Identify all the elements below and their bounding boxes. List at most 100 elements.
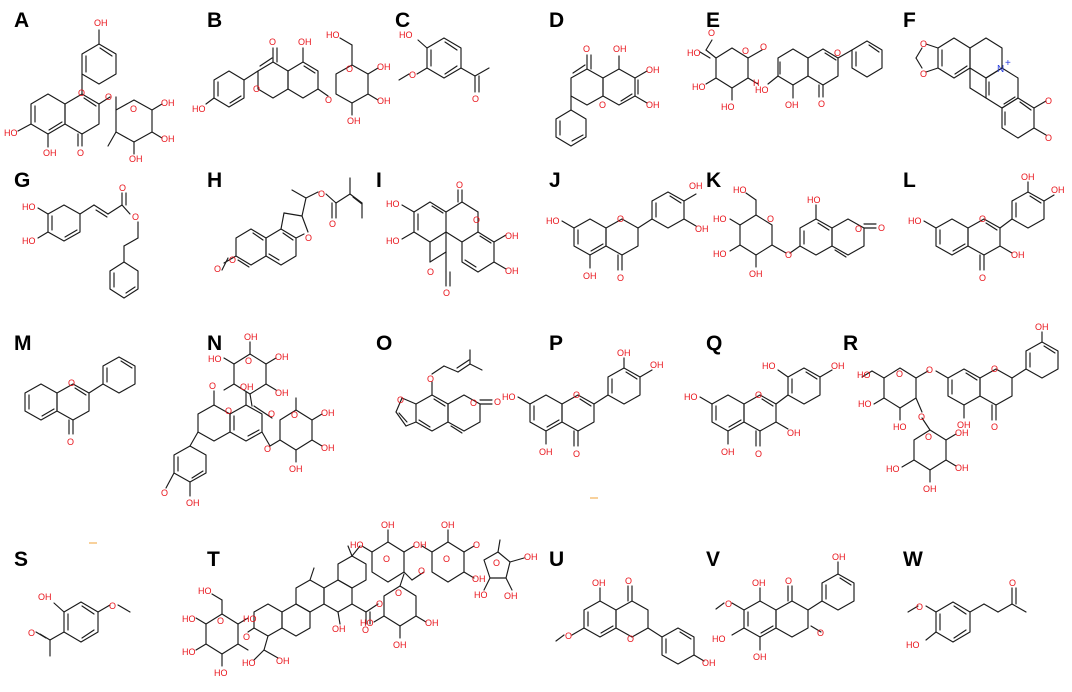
atom-label: O [896, 369, 903, 379]
structure-p: HO O O OH OH OH [502, 348, 664, 459]
panel-label-l: L [903, 169, 916, 192]
atom-label: OH [161, 98, 175, 108]
atom-label: O [742, 46, 749, 56]
atom-label: O [878, 223, 885, 233]
atom-label: O [427, 374, 434, 384]
panel-label-c: C [395, 9, 410, 32]
atom-label: O [920, 69, 927, 79]
atom-label: O [1045, 96, 1052, 106]
atom-label: O [346, 64, 353, 74]
atom-label: OH [275, 388, 289, 398]
atom-label: O [427, 267, 434, 277]
atom-label: OH [377, 62, 391, 72]
atom-label: HO [350, 540, 364, 550]
atom-label: OH [38, 592, 52, 602]
panel-label-r: R [843, 332, 858, 355]
panel-label-f: F [903, 9, 916, 32]
atom-label: O [68, 378, 75, 388]
atom-label: OH [539, 447, 553, 457]
atom-label: OH [472, 574, 486, 584]
atom-label: O [395, 588, 402, 598]
structure-l: HO O O OH OH OH [908, 172, 1065, 283]
atom-label: OH [785, 100, 799, 110]
atom-label: O [418, 566, 425, 576]
atom-label: O [573, 390, 580, 400]
atom-label: OH [298, 37, 312, 47]
atom-label: HO [399, 30, 413, 40]
panel-label-i: I [376, 169, 382, 192]
atom-label: O [473, 215, 480, 225]
atom-label: OH [377, 96, 391, 106]
panel-label-m: M [14, 332, 32, 355]
panel-label-e: E [706, 9, 720, 32]
atom-label: HO [755, 85, 769, 95]
atom-label: O [325, 95, 332, 105]
panel-label-d: D [549, 9, 564, 32]
atom-label: O [625, 576, 632, 586]
atom-label: OH [441, 520, 455, 530]
atom-label: O [708, 28, 715, 38]
atom-label: OH [425, 618, 439, 628]
structure-f: O O N + O O [915, 37, 1052, 143]
structure-m: O O [24, 356, 136, 447]
atom-label: O [470, 398, 477, 408]
structure-v: O OH O HO OH O OH [712, 552, 855, 662]
atom-label: O [1009, 578, 1016, 588]
atom-label: HO [807, 195, 821, 205]
atom-label: HO [546, 216, 560, 226]
atom-label: O [472, 94, 479, 104]
atom-label: O [785, 250, 792, 260]
atom-label: OH [381, 520, 395, 530]
panel-label-b: B [207, 9, 222, 32]
panel-label-g: G [14, 169, 30, 192]
atom-label: O [755, 390, 762, 400]
structure-i: O O O O HO HO OH OH [386, 180, 519, 298]
panel-label-o: O [376, 332, 392, 355]
atom-label: O [253, 84, 260, 94]
atom-label: OH [186, 498, 200, 508]
atom-label: O [77, 148, 84, 158]
atom-label: HO [242, 658, 256, 668]
atom-label: + [1005, 58, 1011, 69]
atom-label: HO [502, 392, 516, 402]
atom-label: HO [243, 614, 257, 624]
atom-label: O [565, 631, 572, 641]
atom-label: H [753, 78, 760, 88]
atom-label: HO [192, 104, 206, 114]
panel-label-n: N [207, 332, 222, 355]
atom-label: O [269, 37, 276, 47]
atom-label: O [268, 409, 275, 419]
atom-label: O [291, 410, 298, 420]
atom-label: O [760, 42, 767, 52]
atom-label: O [725, 599, 732, 609]
structure-w: O HO O [906, 578, 1027, 650]
atom-label: HO [684, 392, 698, 402]
atom-label: OH [787, 428, 801, 438]
atom-label: O [229, 255, 236, 265]
atom-label: O [918, 412, 925, 422]
atom-label: HO [360, 618, 374, 628]
atom-label: OH [689, 181, 703, 191]
atom-label: OH [129, 154, 143, 164]
atom-label: OH [161, 134, 175, 144]
atom-label: OH [94, 18, 108, 28]
atom-label: HO [906, 640, 920, 650]
atom-label: OH [244, 332, 258, 342]
atom-label: O [443, 288, 450, 298]
atom-label: HO [712, 634, 726, 644]
atom-label: HO [182, 647, 196, 657]
atom-label: OH [524, 552, 538, 562]
atom-label: OH [43, 148, 57, 158]
structure-j: HO O O OH OH OH [546, 181, 709, 283]
atom-label: HO [692, 82, 706, 92]
atom-label: HO [713, 249, 727, 259]
atom-label: O [362, 625, 369, 635]
atom-label: O [755, 449, 762, 459]
atom-label: O [28, 628, 35, 638]
structure-d: O OH OH OH O [555, 44, 660, 147]
panel-label-q: Q [706, 332, 722, 355]
atom-label: O [493, 558, 500, 568]
panel-label-t: T [207, 548, 220, 571]
atom-label: HO [386, 236, 400, 246]
atom-label: O [583, 44, 590, 54]
